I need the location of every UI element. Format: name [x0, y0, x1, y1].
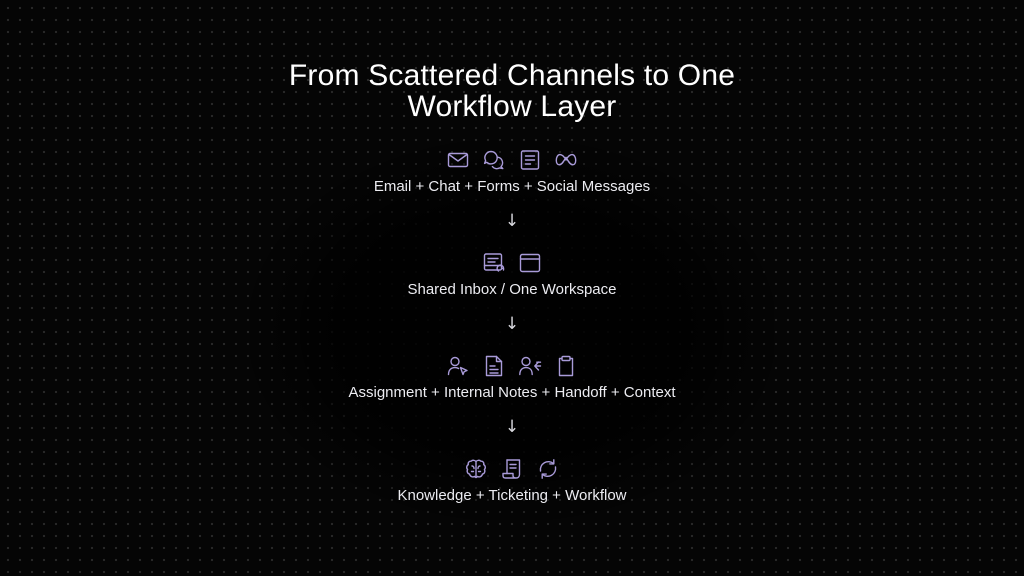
- knowledge-icon-row: [0, 456, 1024, 482]
- brain-icon: [464, 457, 488, 481]
- user-handoff-icon: [518, 354, 542, 378]
- step-channels: Email + Chat + Forms + Social Messages: [0, 147, 1024, 196]
- step-collaboration-label: Assignment + Internal Notes + Handoff + …: [348, 384, 676, 401]
- step-collaboration: Assignment + Internal Notes + Handoff + …: [0, 353, 1024, 402]
- flow-arrow-3: ↓: [504, 417, 520, 437]
- user-cursor-icon: [446, 354, 470, 378]
- step-shared-inbox-label: Shared Inbox / One Workspace: [407, 281, 617, 298]
- step-channels-label: Email + Chat + Forms + Social Messages: [373, 178, 651, 195]
- flow-arrow-2: ↓: [504, 314, 520, 334]
- title-line-2: Workflow Layer: [407, 90, 617, 123]
- step-shared-inbox: Shared Inbox / One Workspace: [0, 250, 1024, 299]
- step-knowledge-label: Knowledge + Ticketing + Workflow: [397, 487, 627, 504]
- meta-logo-icon: [554, 148, 578, 172]
- note-document-icon: [482, 354, 506, 378]
- channels-icon-row: [0, 147, 1024, 173]
- center-shade: [250, 140, 774, 520]
- step-knowledge: Knowledge + Ticketing + Workflow: [0, 456, 1024, 505]
- clipboard-icon: [554, 354, 578, 378]
- title-line-1: From Scattered Channels to One: [288, 59, 736, 92]
- ticket-scroll-icon: [500, 457, 524, 481]
- browser-window-icon: [518, 251, 542, 275]
- shared-inbox-icon: [482, 251, 506, 275]
- inbox-icon-row: [0, 250, 1024, 276]
- cycle-arrows-icon: [536, 457, 560, 481]
- envelope-icon: [446, 148, 470, 172]
- page-title: From Scattered Channels to One Workflow …: [0, 60, 1024, 122]
- collaboration-icon-row: [0, 353, 1024, 379]
- form-document-icon: [518, 148, 542, 172]
- chat-bubbles-icon: [482, 148, 506, 172]
- flow-arrow-1: ↓: [504, 211, 520, 231]
